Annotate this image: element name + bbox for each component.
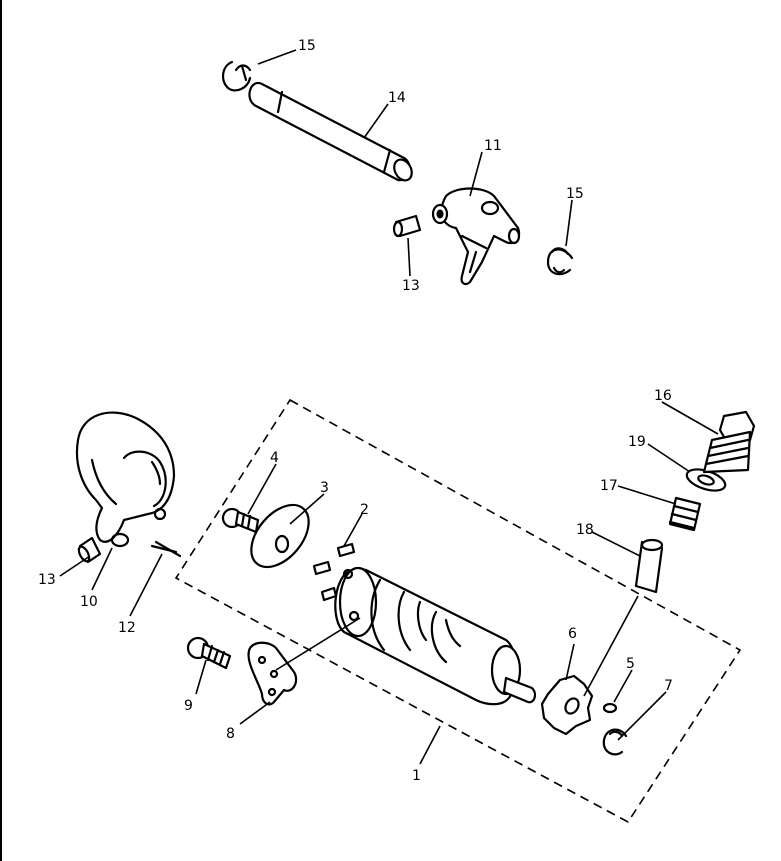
label-12: 12	[118, 620, 136, 636]
part-8-plate	[247, 641, 298, 706]
label-16: 16	[654, 388, 672, 404]
part-17-spring	[668, 496, 702, 532]
label-7: 7	[664, 678, 673, 694]
label-1: 1	[412, 768, 421, 784]
label-18: 18	[576, 522, 594, 538]
label-5: 5	[626, 656, 635, 672]
part-9-screw	[186, 636, 232, 670]
part-12-cotter-pin	[150, 540, 182, 558]
assembly-box-part-1	[174, 398, 742, 824]
label-4: 4	[270, 450, 279, 466]
part-16-plug	[702, 410, 756, 474]
label-11: 11	[484, 138, 502, 154]
part-18-tube	[634, 538, 664, 594]
part-15-clip-right	[546, 247, 574, 276]
label-3: 3	[320, 480, 329, 496]
label-13-top: 13	[402, 278, 420, 294]
part-11-shift-lever	[431, 187, 521, 286]
label-10: 10	[80, 594, 98, 610]
leader-lines	[59, 49, 719, 765]
part-1-shift-drum	[334, 566, 537, 706]
part-2-pins	[312, 542, 356, 602]
label-8: 8	[226, 726, 235, 742]
label-2: 2	[360, 502, 369, 518]
part-7-clip	[602, 728, 628, 756]
part-15-clip-top	[222, 60, 252, 92]
part-10-shift-fork	[75, 411, 176, 548]
label-19: 19	[628, 434, 646, 450]
part-14-shaft	[248, 81, 413, 182]
part-13-pin-top	[392, 214, 422, 238]
part-labels: 15 14 11 15 13 16 19 17 18 4 3 2 13 10 1…	[38, 38, 673, 784]
part-13-pin-bottom	[77, 536, 102, 564]
label-9: 9	[184, 698, 193, 714]
label-15-top: 15	[298, 38, 316, 54]
label-15-right: 15	[566, 186, 584, 202]
label-14: 14	[388, 90, 406, 106]
part-4-screw	[221, 507, 260, 534]
label-17: 17	[600, 478, 618, 494]
label-13-bottom: 13	[38, 572, 56, 588]
part-5-pin	[602, 702, 618, 714]
label-6: 6	[568, 626, 577, 642]
part-6-star-plate	[540, 674, 594, 736]
